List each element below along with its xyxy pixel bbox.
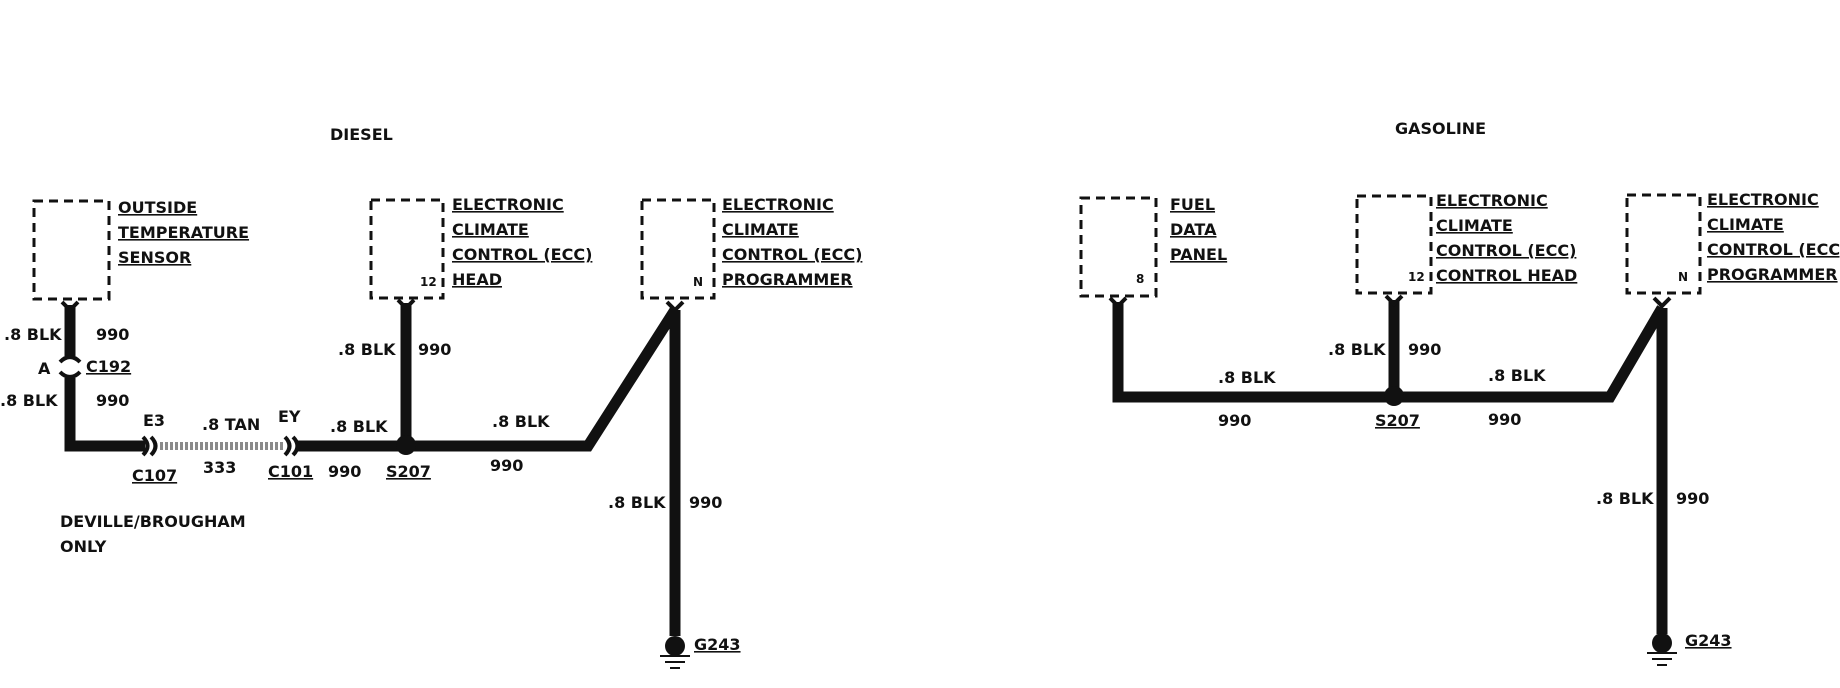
s207-splice <box>396 435 416 455</box>
gas-ecc-head-pin: 12 <box>1408 270 1425 284</box>
gas-g243-label: G243 <box>1685 631 1732 650</box>
ots-label-line1: OUTSIDE <box>118 198 197 217</box>
deville-note-line2: ONLY <box>60 537 107 556</box>
tan-wire-size: .8 TAN <box>202 415 260 434</box>
gasoline-title: GASOLINE <box>1395 119 1486 138</box>
ots-label-line2: TEMPERATURE <box>118 223 249 242</box>
ots-wire-circuit: 990 <box>96 325 129 344</box>
c192-connector-lower <box>58 370 82 379</box>
g243-ground-point <box>665 636 685 656</box>
right-wire-circuit: 990 <box>490 456 523 475</box>
fdp-pin: 8 <box>1136 272 1144 286</box>
ground-wire-circuit: 990 <box>689 493 722 512</box>
tan-wire-circuit: 333 <box>203 458 236 477</box>
gas-head-wire-size: .8 BLK <box>1328 340 1386 359</box>
gas-ecc-head-terminal <box>1384 294 1404 307</box>
ots-label-line3: SENSOR <box>118 248 191 267</box>
gas-left-wire-circuit: 990 <box>1218 411 1251 430</box>
c107-connector-b <box>149 435 158 457</box>
c101-connector-b <box>291 435 300 457</box>
gas-ecc-head-label-line4: CONTROL HEAD <box>1436 266 1577 285</box>
ecc-programmer-box <box>640 198 716 300</box>
diesel-title: DIESEL <box>330 125 393 144</box>
s207-label: S207 <box>386 462 431 481</box>
ecc-head-label-line3: CONTROL (ECC) <box>452 245 592 264</box>
ecc-head-box <box>369 198 445 300</box>
ots-wire-size: .8 BLK <box>4 325 62 344</box>
c192-label: C192 <box>86 357 131 376</box>
gas-ecc-programmer-pin: N <box>1678 270 1688 284</box>
gas-ecc-programmer-terminal <box>1652 296 1672 309</box>
gas-ecc-programmer-label-line4: PROGRAMMER <box>1707 265 1838 284</box>
gas-ecc-programmer-label-line1: ELECTRONIC <box>1707 190 1819 209</box>
gasoline-section: GASOLINE 8 FUEL DATA PANEL 12 ELECTRONIC… <box>1079 119 1840 666</box>
c101-connector-a <box>283 435 292 457</box>
gas-right-wire-size: .8 BLK <box>1488 366 1546 385</box>
c101-label: C101 <box>268 462 313 481</box>
head-wire-circuit: 990 <box>418 340 451 359</box>
gas-s207-splice <box>1384 386 1404 406</box>
c107-label: C107 <box>132 466 177 485</box>
gas-head-wire-circuit: 990 <box>1408 340 1441 359</box>
gas-ecc-programmer-box <box>1625 193 1702 295</box>
outside-temperature-sensor-box <box>32 199 111 301</box>
g243-label: G243 <box>694 635 741 654</box>
head-wire-size: .8 BLK <box>338 340 396 359</box>
gas-ecc-head-label-line1: ELECTRONIC <box>1436 191 1548 210</box>
gas-ecc-head-box <box>1355 194 1433 295</box>
ey-label: EY <box>278 407 301 426</box>
ecc-head-pin: 12 <box>420 275 437 289</box>
ecc-programmer-label-line1: ELECTRONIC <box>722 195 834 214</box>
gas-ecc-programmer-label-line3: CONTROL (ECC) <box>1707 240 1840 259</box>
gas-g243-ground-point <box>1652 633 1672 653</box>
ots-lower-wire <box>64 378 145 452</box>
diesel-section: DIESEL OUTSIDE TEMPERATURE SENSOR 12 ELE… <box>0 125 862 669</box>
ecc-head-label-line2: CLIMATE <box>452 220 529 239</box>
deville-note-line1: DEVILLE/BROUGHAM <box>60 512 246 531</box>
gas-ground-wire-size: .8 BLK <box>1596 489 1654 508</box>
mid-wire-size: .8 BLK <box>330 417 388 436</box>
ecc-head-label-line1: ELECTRONIC <box>452 195 564 214</box>
gas-ecc-programmer-label-line2: CLIMATE <box>1707 215 1784 234</box>
fdp-label-line3: PANEL <box>1170 245 1227 264</box>
c192-pin-label: A <box>38 359 51 378</box>
c192-connector-upper <box>58 355 82 364</box>
ecc-programmer-terminal <box>665 300 685 313</box>
fdp-label-line1: FUEL <box>1170 195 1215 214</box>
gasoline-main-wire <box>1112 302 1667 403</box>
e3-label: E3 <box>143 411 165 430</box>
ots-lower-wire-size: .8 BLK <box>0 391 58 410</box>
ecc-programmer-label-line4: PROGRAMMER <box>722 270 853 289</box>
ots-terminal <box>60 300 80 313</box>
ecc-programmer-label-line3: CONTROL (ECC) <box>722 245 862 264</box>
ground-wire-size: .8 BLK <box>608 493 666 512</box>
c107-connector-a <box>141 435 150 457</box>
gas-s207-label: S207 <box>1375 411 1420 430</box>
ecc-head-label-line4: HEAD <box>452 270 502 289</box>
fdp-label-line2: DATA <box>1170 220 1217 239</box>
mid-wire-circuit: 990 <box>328 462 361 481</box>
diesel-main-wire <box>298 307 680 452</box>
ecc-head-terminal <box>396 298 416 311</box>
gas-ground-wire-circuit: 990 <box>1676 489 1709 508</box>
ecc-programmer-pin: N <box>693 275 703 289</box>
gas-right-wire-circuit: 990 <box>1488 410 1521 429</box>
fdp-terminal <box>1108 296 1128 309</box>
gas-ecc-head-label-line2: CLIMATE <box>1436 216 1513 235</box>
ecc-programmer-label-line2: CLIMATE <box>722 220 799 239</box>
gas-ecc-head-label-line3: CONTROL (ECC) <box>1436 241 1576 260</box>
fuel-data-panel-box <box>1079 196 1158 298</box>
gas-left-wire-size: .8 BLK <box>1218 368 1276 387</box>
ots-lower-wire-circuit: 990 <box>96 391 129 410</box>
right-wire-size: .8 BLK <box>492 412 550 431</box>
